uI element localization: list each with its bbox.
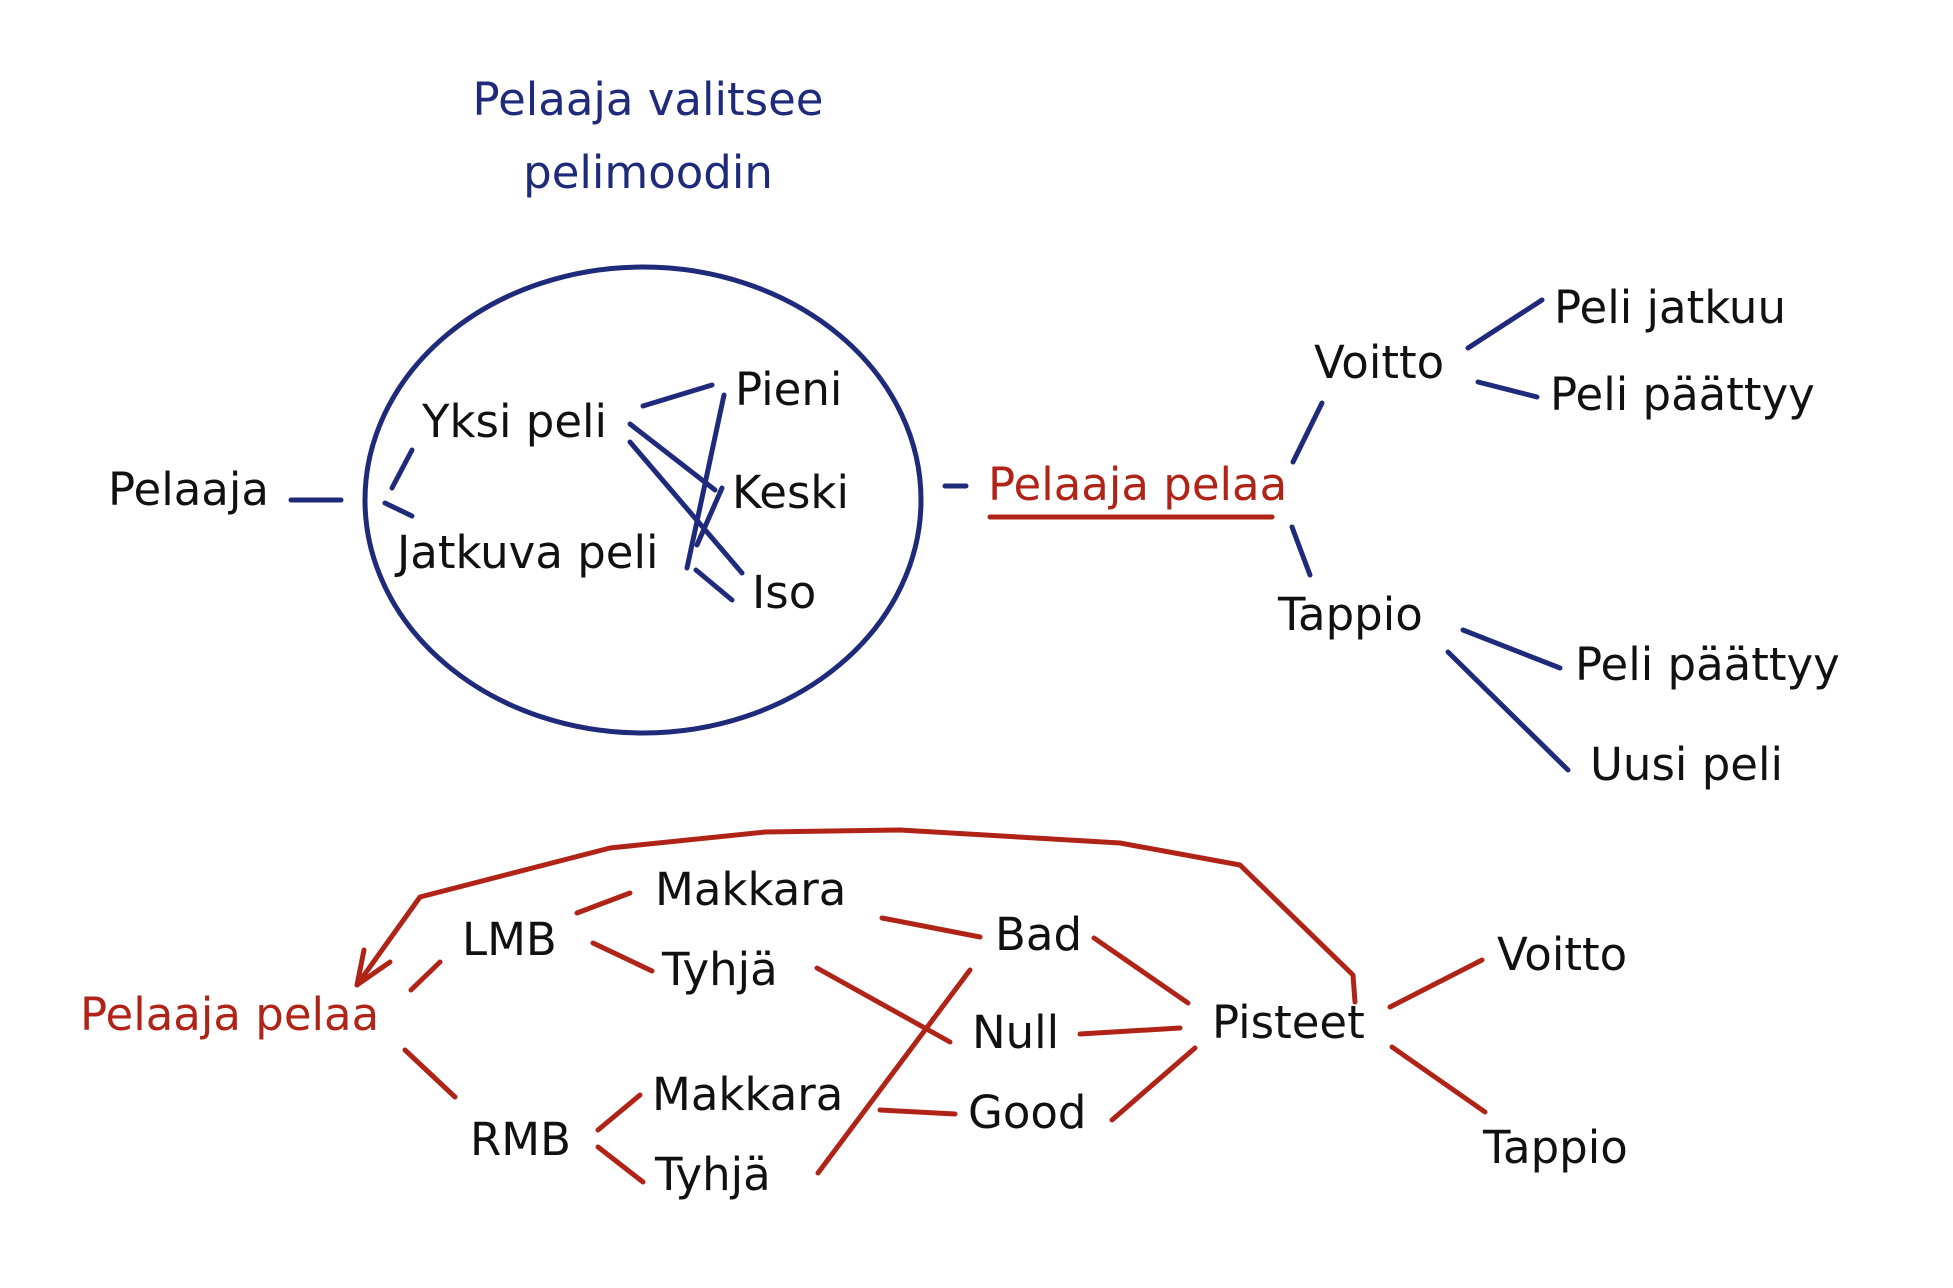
node-pisteet: Pisteet: [1212, 996, 1365, 1049]
line-pisteet-tappio: [1389, 1044, 1488, 1115]
line-jatkuva-pieni: [684, 392, 727, 571]
node-lmb: LMB: [462, 913, 557, 966]
line-pelaa-tappio: [1289, 524, 1313, 578]
node-tyhja-rmb: Tyhjä: [654, 1148, 771, 1201]
node-voitto-top: Voitto: [1314, 336, 1444, 389]
line-pelaa-rmb: [402, 1047, 458, 1100]
line-lmb-tyhja: [590, 940, 655, 974]
line-jatkuva-iso: [693, 567, 735, 603]
node-makkara-lmb: Makkara: [655, 863, 846, 916]
caption-line-2: pelimoodin: [523, 146, 773, 199]
bottom-flow: Pelaaja pelaa LMB RMB Makkara Tyhjä Makk…: [80, 827, 1628, 1201]
line-yksi-pieni: [640, 382, 715, 409]
loop-back-arrowhead: [354, 947, 393, 988]
node-pelaaja-pelaa-bottom: Pelaaja pelaa: [80, 988, 379, 1041]
line-tappio-uusi: [1445, 649, 1571, 773]
node-peli-paattyy-loss: Peli päättyy: [1575, 638, 1840, 691]
node-peli-jatkuu: Peli jatkuu: [1554, 281, 1786, 334]
node-rmb: RMB: [470, 1113, 571, 1166]
node-pelaaja: Pelaaja: [108, 463, 269, 516]
node-tappio-bottom: Tappio: [1482, 1121, 1628, 1174]
node-iso: Iso: [752, 566, 816, 619]
top-flow: Pelaaja valitsee pelimoodin Pelaaja Yksi…: [108, 73, 1840, 791]
line-yksi-iso: [627, 439, 745, 576]
line-voitto-paattyy: [1475, 379, 1540, 400]
node-jatkuva-peli: Jatkuva peli: [394, 526, 658, 579]
line-mode-split-down: [382, 500, 415, 519]
caption-line-1: Pelaaja valitsee: [473, 73, 824, 126]
node-bad: Bad: [995, 908, 1082, 961]
line-tyhja-lmb-null: [814, 965, 953, 1045]
line-rmb-makkara: [595, 1092, 643, 1133]
node-pelaaja-pelaa-top: Pelaaja pelaa: [988, 458, 1287, 511]
node-tappio-top: Tappio: [1277, 588, 1423, 641]
line-pisteet-voitto: [1387, 957, 1485, 1010]
line-bad-pisteet: [1091, 935, 1191, 1006]
node-peli-paattyy-win: Peli päättyy: [1550, 368, 1815, 421]
node-null: Null: [972, 1006, 1059, 1059]
line-tappio-paattyy: [1460, 627, 1563, 671]
line-pelaa-voitto: [1290, 400, 1325, 465]
node-makkara-rmb: Makkara: [652, 1068, 843, 1121]
line-makkara-lmb-bad: [879, 915, 983, 940]
line-good-pisteet: [1109, 1045, 1198, 1123]
node-voitto-bottom: Voitto: [1497, 928, 1627, 981]
line-yksi-keski: [627, 421, 718, 493]
node-tyhja-lmb: Tyhjä: [661, 943, 778, 996]
line-null-pisteet: [1077, 1025, 1183, 1037]
node-good: Good: [968, 1086, 1087, 1139]
line-tyhja-rmb-bad: [815, 967, 973, 1176]
line-voitto-jatkuu: [1465, 297, 1545, 351]
mode-selection-ellipse: [362, 264, 924, 736]
node-uusi-peli: Uusi peli: [1590, 738, 1783, 791]
line-jatkuva-keski: [694, 485, 725, 548]
loop-back-arrow-line: [354, 827, 1358, 1005]
node-pieni: Pieni: [735, 363, 842, 416]
line-lmb-makkara: [574, 890, 633, 916]
line-mode-split-up: [389, 447, 415, 491]
line-makkara-rmb-good: [877, 1107, 958, 1117]
line-rmb-tyhja: [595, 1144, 646, 1185]
line-pelaa-lmb: [408, 959, 443, 993]
node-yksi-peli: Yksi peli: [421, 395, 607, 448]
node-keski: Keski: [732, 466, 849, 519]
